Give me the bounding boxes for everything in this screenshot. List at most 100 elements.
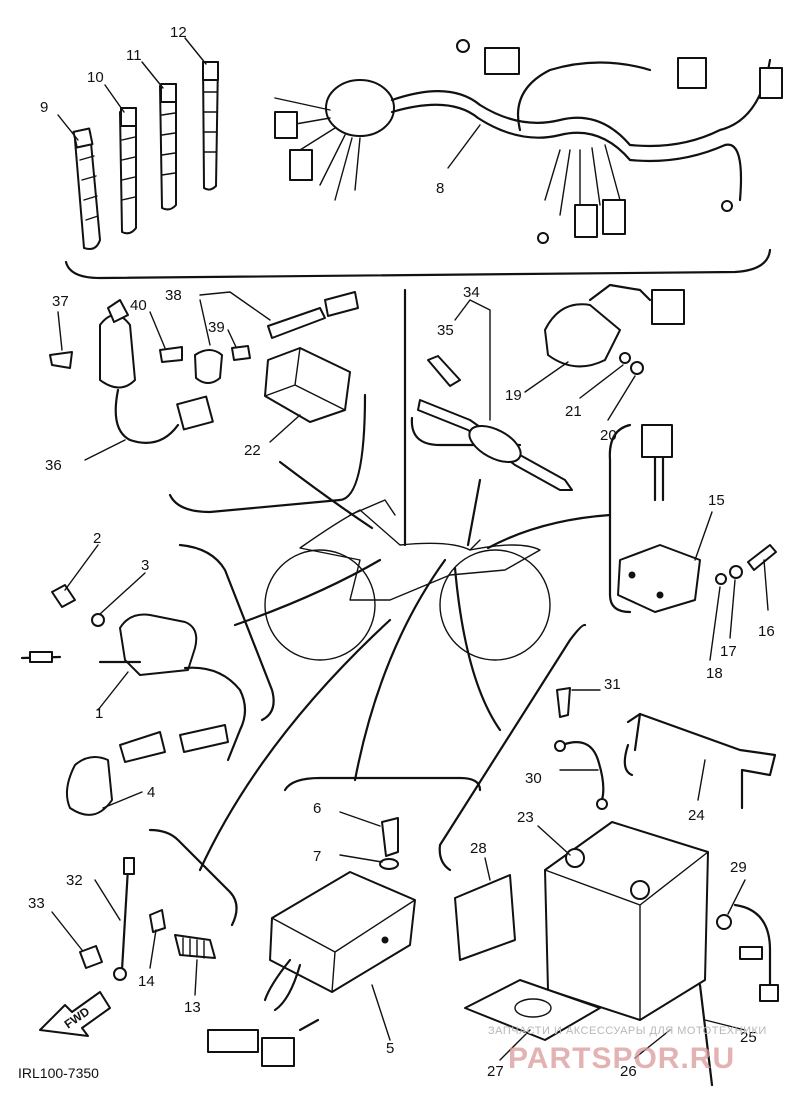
rectifier-15	[617, 424, 701, 613]
callout-37: 37	[52, 293, 69, 310]
neutral-switch-13	[174, 934, 216, 959]
wire-harness-8	[274, 39, 783, 244]
lower-left-bracket	[148, 828, 238, 927]
leader-23	[537, 825, 571, 856]
callout-14: 14	[138, 973, 155, 990]
pointer-34	[466, 478, 482, 547]
callout-18: 18	[706, 665, 723, 682]
leader-27	[499, 1029, 531, 1061]
bolt-33	[79, 945, 103, 969]
bolt-6	[381, 817, 399, 857]
pointer-5	[353, 558, 447, 782]
connector-cord	[267, 291, 359, 339]
callout-36: 36	[45, 457, 62, 474]
cdi-unit-5	[207, 871, 416, 1067]
leader-32	[94, 879, 121, 921]
cable-tie-10	[119, 107, 137, 235]
bolt-2	[51, 584, 76, 608]
cable-tie-11	[159, 83, 177, 211]
callout-3: 3	[141, 557, 149, 574]
ground-lead-32	[113, 857, 135, 981]
callout-10: 10	[87, 69, 104, 86]
leader-7	[339, 854, 383, 863]
leader-2	[64, 544, 99, 591]
ignition-coil-1	[20, 613, 247, 762]
callout-23: 23	[517, 809, 534, 826]
callout-28: 28	[470, 840, 487, 857]
callout-40: 40	[130, 297, 147, 314]
battery-case-27	[464, 979, 601, 1041]
washer-7	[379, 858, 399, 870]
leader-10	[104, 84, 125, 113]
washer-3	[91, 613, 105, 627]
callout-29: 29	[730, 859, 747, 876]
battery-band-24	[623, 712, 777, 810]
leader-5	[371, 984, 391, 1041]
pointer-1	[233, 558, 382, 627]
leader-37	[57, 311, 63, 351]
pointer-15	[486, 513, 612, 550]
leader-8	[447, 124, 481, 169]
cable-tie-12	[202, 61, 219, 191]
callout-31: 31	[604, 676, 621, 693]
callout-26: 26	[620, 1063, 637, 1080]
pointer-22	[278, 460, 374, 530]
callout-25: 25	[740, 1029, 757, 1046]
callout-19: 19	[505, 387, 522, 404]
callout-35: 35	[437, 322, 454, 339]
breather-pipe-26	[698, 983, 714, 1087]
leader-34	[454, 299, 491, 421]
leader-33	[51, 911, 83, 951]
battery-23	[544, 821, 709, 1021]
leader-39	[227, 329, 237, 348]
leader-20	[607, 375, 636, 421]
callout-17: 17	[720, 643, 737, 660]
bolt-31	[556, 687, 571, 718]
forward-arrow	[39, 991, 111, 1037]
washer-18	[715, 573, 727, 585]
callout-2: 2	[93, 530, 101, 547]
leader-36	[84, 439, 126, 461]
callout-27: 27	[487, 1063, 504, 1080]
leader-3	[99, 572, 146, 615]
main-switch-36	[99, 299, 214, 444]
ignition-group-bracket	[178, 543, 275, 722]
washer-21	[619, 352, 631, 364]
leader-21	[579, 364, 624, 399]
leader-15	[694, 511, 713, 561]
plate-28	[454, 874, 516, 961]
callout-11: 11	[126, 47, 142, 64]
lead-29	[716, 903, 779, 1002]
callout-8: 8	[436, 180, 444, 197]
leader-24	[697, 759, 706, 801]
resistor-34	[417, 399, 573, 491]
callout-22: 22	[244, 442, 261, 459]
group-15-bracket	[608, 423, 632, 614]
callout-34: 34	[463, 284, 480, 301]
bolt-35	[427, 355, 461, 387]
leader-6	[339, 811, 381, 827]
nut-20	[630, 361, 644, 375]
leader-19	[524, 361, 569, 393]
callout-38: 38	[165, 287, 182, 304]
leader-40	[149, 311, 166, 349]
group-34-bracket	[410, 416, 522, 447]
leader-13	[194, 959, 198, 996]
leader-14	[149, 929, 157, 969]
leader-29	[727, 879, 746, 915]
callout-1: 1	[95, 705, 103, 722]
callout-4: 4	[147, 784, 155, 801]
leader-16	[763, 559, 769, 611]
switch-group-bracket	[168, 393, 367, 514]
motorcycle-outline	[264, 499, 551, 661]
callout-7: 7	[313, 848, 321, 865]
callout-21: 21	[565, 403, 582, 420]
callout-12: 12	[170, 24, 187, 41]
callout-32: 32	[66, 872, 83, 889]
callout-9: 9	[40, 99, 48, 116]
leader-22	[269, 414, 301, 443]
callout-33: 33	[28, 895, 45, 912]
leader-4	[102, 791, 143, 809]
